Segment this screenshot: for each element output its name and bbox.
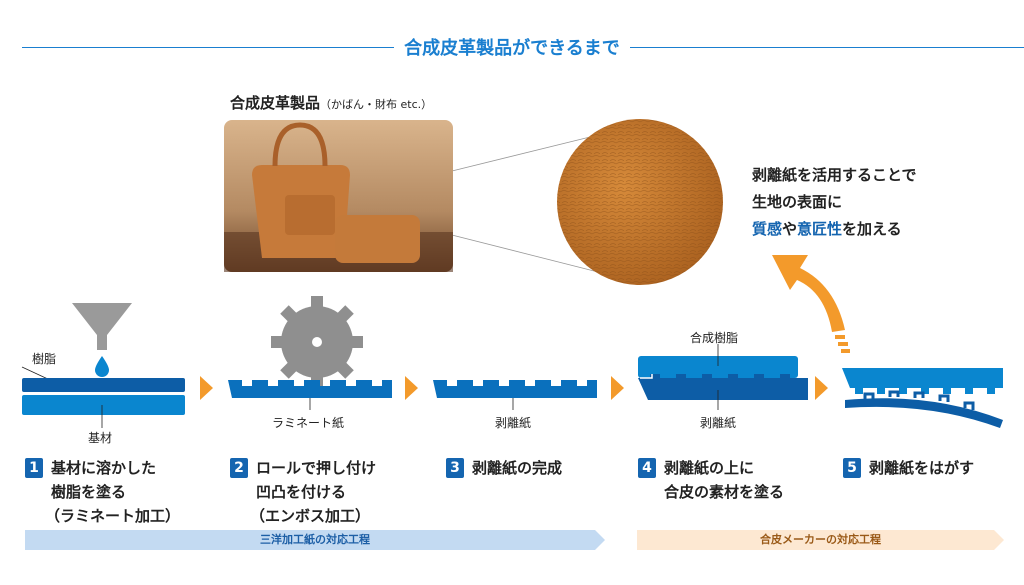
message-line: 剥離紙を活用することで	[752, 166, 917, 184]
resin-drop-icon	[95, 356, 109, 377]
product-label-main: 合成皮革製品	[230, 94, 321, 112]
label-base: 基材	[88, 431, 113, 445]
step-text: （エンボス加工）	[250, 507, 371, 525]
emboss-roll-gear-icon	[271, 296, 363, 388]
message-text: や	[782, 220, 798, 238]
next-arrow-icon	[815, 376, 828, 400]
maker-process-bar: 合皮メーカーの対応工程	[637, 530, 1004, 550]
step3-illustration	[433, 380, 597, 410]
step-text: 基材に溶かした	[51, 459, 157, 477]
sanyo-process-bar: 三洋加工紙の対応工程	[25, 530, 605, 550]
step-number-badge: 5	[843, 458, 861, 478]
label-laminate-paper: ラミネート紙	[272, 416, 345, 430]
step-number-badge: 2	[230, 458, 248, 478]
page-title: 合成皮革製品ができるまで	[0, 34, 1024, 60]
highlight-design: 意匠性	[797, 220, 843, 238]
step-1: 1 基材に溶かした樹脂を塗る （ラミネート加工）	[25, 456, 180, 528]
step-text: 樹脂を塗る	[51, 483, 127, 501]
product-label: 合成皮革製品（かばん・財布 etc.）	[230, 92, 432, 113]
step-text: ロールで押し付け	[256, 459, 377, 477]
peel-arrow	[772, 255, 850, 353]
label-resin: 樹脂	[32, 352, 57, 366]
funnel-icon	[72, 303, 132, 350]
step-number-badge: 1	[25, 458, 43, 478]
zoom-line	[439, 231, 599, 273]
label-release-paper: 剥離紙	[495, 416, 532, 430]
step-number-badge: 3	[446, 458, 464, 478]
step2-illustration	[228, 296, 392, 410]
message-line: 生地の表面に	[752, 193, 843, 211]
step-text: 合皮の素材を塗る	[664, 483, 785, 501]
step-number-badge: 4	[638, 458, 656, 478]
step-5: 5 剥離紙をはがす	[843, 456, 974, 480]
title-text: 合成皮革製品ができるまで	[394, 38, 630, 59]
next-arrow-icon	[200, 376, 213, 400]
step4-illustration	[638, 344, 808, 410]
next-arrow-icon	[611, 376, 624, 400]
message-text: を加える	[842, 220, 902, 238]
step1-illustration	[21, 303, 185, 428]
step-text: 剥離紙をはがす	[869, 459, 975, 477]
label-synthetic-resin: 合成樹脂	[690, 331, 739, 345]
product-label-sub: （かばん・財布 etc.）	[320, 98, 433, 111]
step-text: （ラミネート加工）	[45, 507, 181, 525]
label-release-paper: 剥離紙	[700, 416, 737, 430]
step-2: 2 ロールで押し付け凹凸を付ける （エンボス加工）	[230, 456, 376, 528]
step-text: 凹凸を付ける	[256, 483, 347, 501]
next-arrow-icon	[405, 376, 418, 400]
highlight-texture: 質感	[752, 220, 783, 238]
step-text: 剥離紙の上に	[664, 459, 755, 477]
product-photo	[224, 120, 453, 272]
message-line: 質感や意匠性を加える	[752, 216, 917, 243]
step5-illustration	[842, 368, 1003, 428]
step-text: 剥離紙の完成	[472, 459, 563, 477]
benefit-message: 剥離紙を活用することで 生地の表面に 質感や意匠性を加える	[752, 162, 917, 243]
step-4: 4 剥離紙の上に合皮の素材を塗る	[638, 456, 784, 504]
leather-texture-circle	[557, 119, 723, 285]
step-3: 3 剥離紙の完成	[446, 456, 562, 480]
